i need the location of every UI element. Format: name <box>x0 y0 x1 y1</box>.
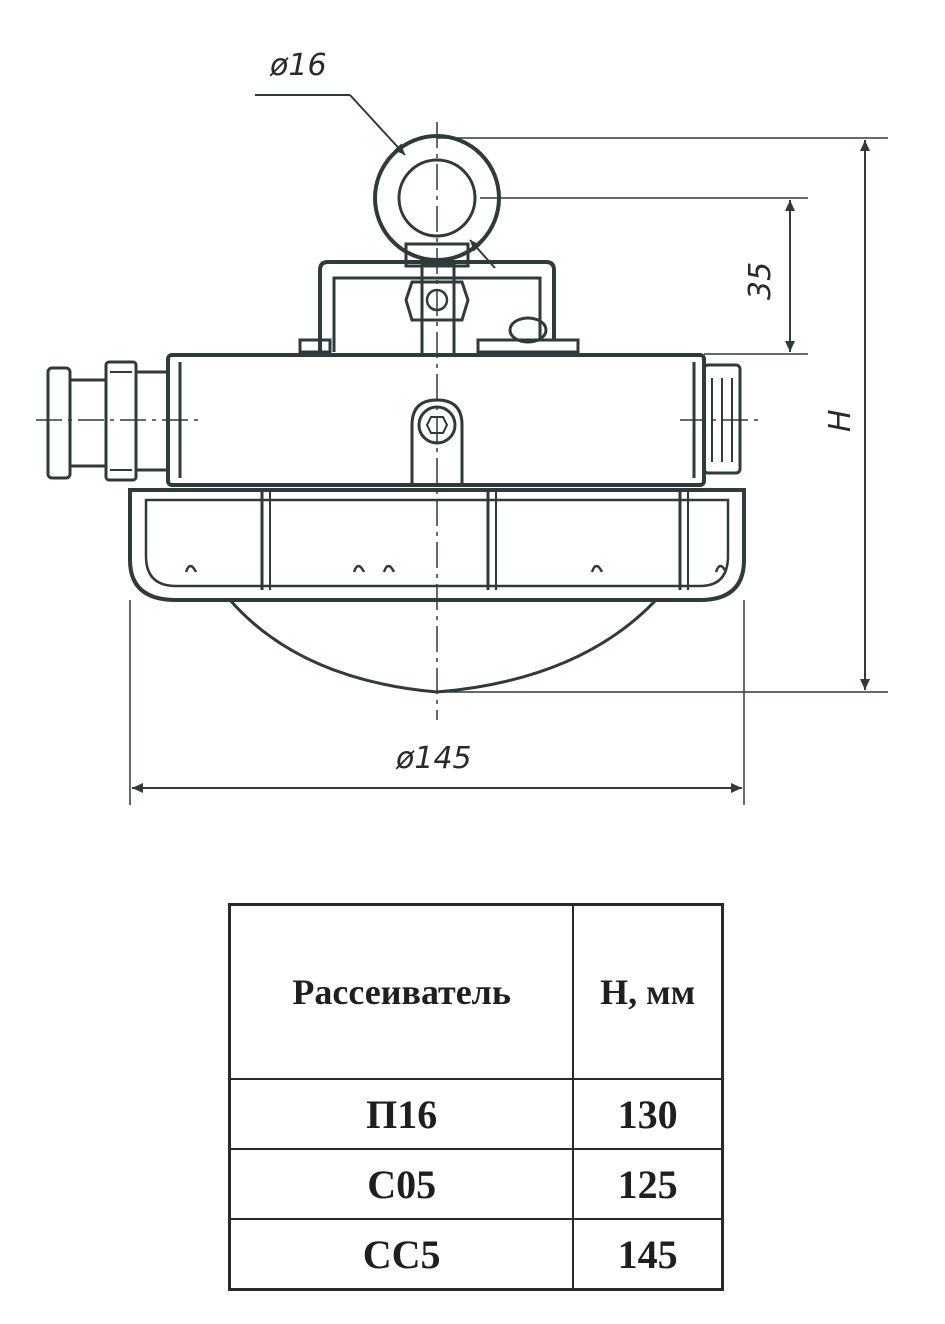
side-plug <box>702 363 742 475</box>
total-height-label: H <box>823 409 858 432</box>
cable-gland <box>46 360 170 482</box>
luminaire-drawing: ø16 35 H ø145 <box>36 48 888 805</box>
cell-diffuser: С05 <box>228 1148 575 1220</box>
mounting-bracket <box>298 260 580 354</box>
table-row: С05 125 <box>228 1148 724 1220</box>
dimension-bracket-height: 35 <box>480 197 808 355</box>
cell-height: 130 <box>572 1078 724 1150</box>
cell-diffuser: СС5 <box>228 1218 575 1291</box>
dimension-total-height: H <box>437 137 888 693</box>
dimension-eye-diameter: ø16 <box>255 48 496 269</box>
bracket-height-label: 35 <box>743 262 778 300</box>
body-diameter-label: ø145 <box>395 741 472 776</box>
cell-diffuser: П16 <box>228 1078 575 1150</box>
housing-body <box>36 353 760 487</box>
table-row: П16 130 <box>228 1078 724 1150</box>
spec-table: Рассеиватель H, мм П16 130 С05 125 СС5 1… <box>228 903 724 1291</box>
diffuser-dome <box>228 598 658 694</box>
table-row: СС5 145 <box>228 1218 724 1291</box>
diffuser-frame <box>128 488 746 602</box>
table-header-row: Рассеиватель H, мм <box>228 903 724 1080</box>
cell-height: 125 <box>572 1148 724 1220</box>
header-diffuser: Рассеиватель <box>228 903 575 1080</box>
cell-height: 145 <box>572 1218 724 1291</box>
header-height: H, мм <box>572 903 724 1080</box>
dimension-body-diameter: ø145 <box>129 600 745 805</box>
eye-diameter-label: ø16 <box>269 48 327 83</box>
